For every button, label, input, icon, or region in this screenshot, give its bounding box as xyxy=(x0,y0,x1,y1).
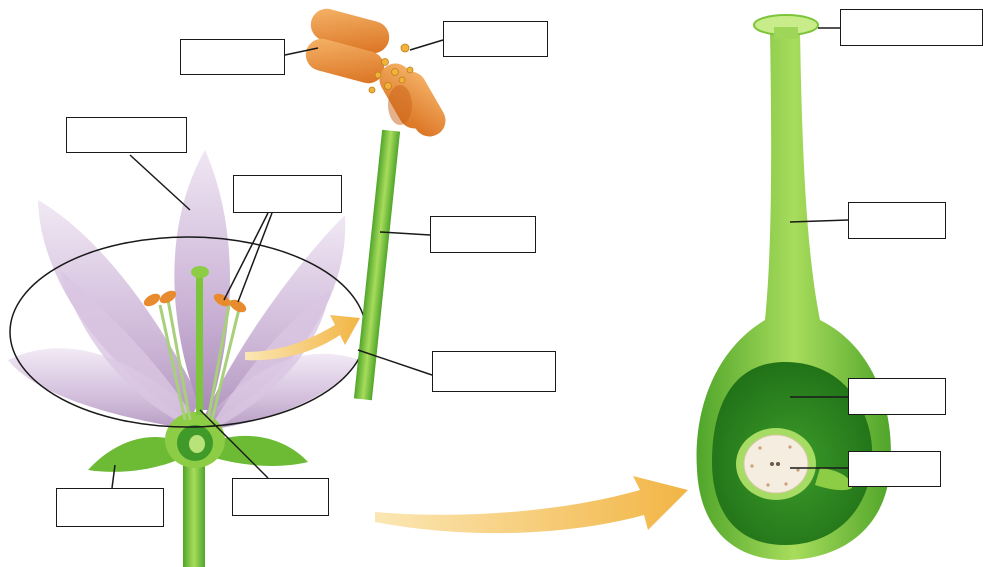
label-box-style[interactable] xyxy=(848,202,946,239)
label-box-petal[interactable] xyxy=(66,117,187,153)
label-box-filament[interactable] xyxy=(430,216,536,253)
label-box-ovary-wall[interactable] xyxy=(848,378,946,415)
label-box-sepal[interactable] xyxy=(56,488,164,527)
label-box-ovule[interactable] xyxy=(848,451,941,487)
filament-large xyxy=(354,130,400,400)
label-box-stamen-callout[interactable] xyxy=(432,351,556,392)
label-box-ovary[interactable] xyxy=(232,478,329,516)
label-box-pollen-grain[interactable] xyxy=(443,21,548,57)
label-box-stamens[interactable] xyxy=(233,175,342,213)
ovule-small xyxy=(189,435,205,453)
style-small xyxy=(196,275,203,415)
label-box-anther[interactable] xyxy=(180,39,285,75)
label-box-stigma[interactable] xyxy=(840,9,983,46)
stigma-small xyxy=(191,266,209,278)
arrow-to-pistil xyxy=(375,476,688,533)
